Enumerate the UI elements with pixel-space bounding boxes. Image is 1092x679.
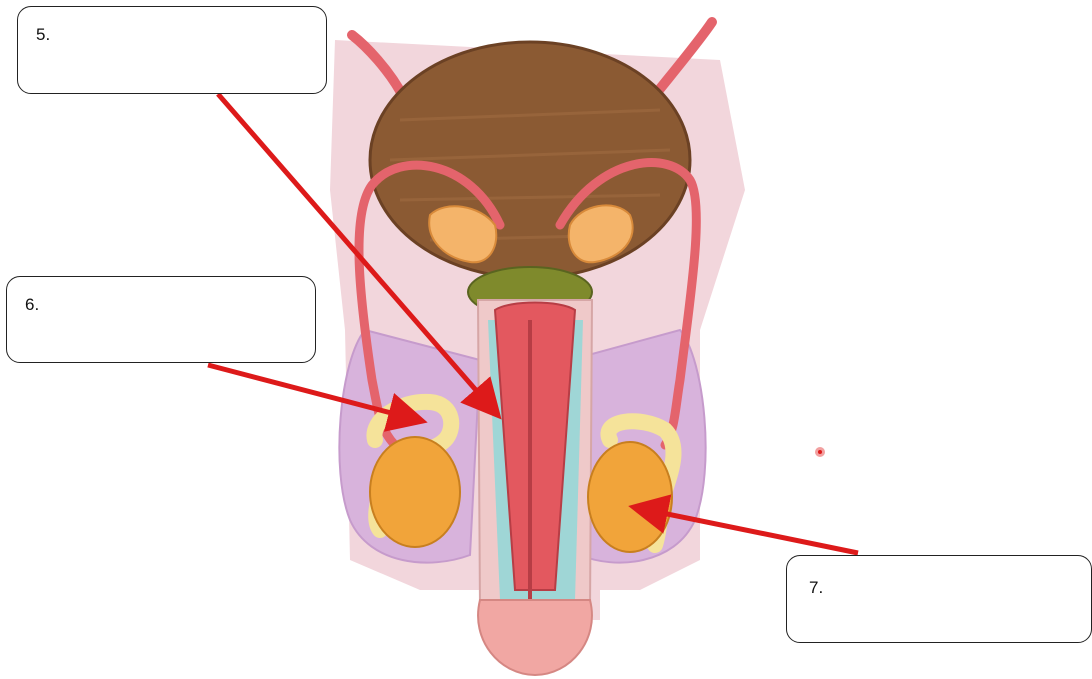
label-box-6[interactable]: 6.	[6, 276, 316, 363]
glans-icon	[478, 600, 592, 675]
label-box-5[interactable]: 5.	[17, 6, 327, 94]
testis-left	[370, 437, 460, 547]
testis-right	[588, 442, 672, 552]
label-number-5: 5.	[36, 25, 50, 45]
marker-dot-center	[818, 450, 822, 454]
label-number-6: 6.	[25, 295, 39, 315]
label-box-7[interactable]: 7.	[786, 555, 1092, 643]
label-number-7: 7.	[809, 578, 823, 598]
